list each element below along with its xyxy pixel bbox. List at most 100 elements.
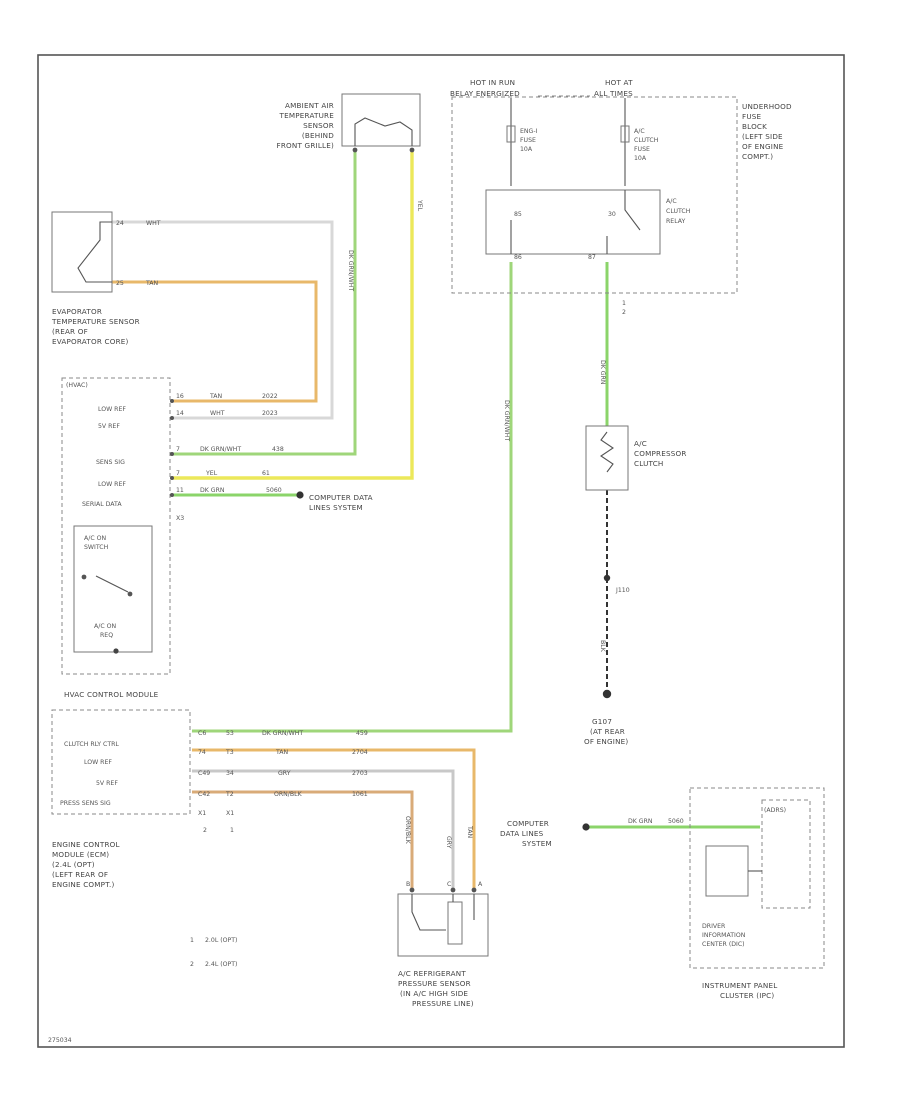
svg-text:(LEFT SIDE: (LEFT SIDE: [742, 132, 783, 141]
svg-text:INSTRUMENT PANEL: INSTRUMENT PANEL: [702, 981, 777, 990]
svg-text:BLK: BLK: [599, 640, 606, 653]
computer-data-lines-1: COMPUTER DATA LINES SYSTEM: [296, 491, 373, 512]
hvac-module-label: HVAC CONTROL MODULE: [64, 690, 159, 699]
svg-text:LOW REF: LOW REF: [98, 406, 126, 413]
svg-text:EVAPORATOR: EVAPORATOR: [52, 307, 102, 316]
svg-text:FUSE: FUSE: [634, 146, 650, 153]
svg-text:DRIVER: DRIVER: [702, 923, 726, 930]
hvac-row-0: LOW REF 16 TAN 2022: [98, 393, 278, 413]
relay-wire-label: DK GRN/WHT: [503, 400, 510, 441]
wire-tan-evap: [112, 280, 318, 403]
svg-text:11: 11: [176, 487, 184, 494]
svg-text:61: 61: [262, 470, 270, 477]
svg-text:438: 438: [272, 446, 284, 453]
svg-text:(IN A/C HIGH SIDE: (IN A/C HIGH SIDE: [400, 989, 468, 998]
option-notes: 1 2.0L (OPT) 2 2.4L (OPT): [190, 937, 237, 968]
svg-text:(ADRS): (ADRS): [764, 807, 786, 814]
svg-text:CLUTCH: CLUTCH: [634, 137, 659, 144]
hot-in-run-label: HOT IN RUN: [470, 78, 515, 87]
svg-text:COMPRESSOR: COMPRESSOR: [634, 449, 687, 458]
svg-text:A/C: A/C: [666, 198, 677, 205]
wire-ornblk-ecm: [192, 790, 414, 890]
ambient-label-3: SENSOR: [303, 121, 334, 130]
svg-text:16: 16: [176, 393, 184, 400]
svg-text:(REAR OF: (REAR OF: [52, 327, 88, 336]
ground-g107: [602, 689, 612, 699]
svg-text:SYSTEM: SYSTEM: [522, 839, 552, 848]
svg-text:7: 7: [176, 470, 180, 477]
underhood-fuse-block: ENG-I FUSE 10A A/C CLUTCH FUSE 10A 85 30…: [451, 96, 792, 441]
svg-text:2.4L (OPT): 2.4L (OPT): [205, 961, 237, 968]
hvac-row-1: 5V REF 14 WHT 2023: [98, 410, 278, 430]
svg-text:COMPUTER DATA: COMPUTER DATA: [309, 493, 373, 502]
compressor-wire-label: DK GRN: [599, 360, 606, 385]
svg-text:LINES SYSTEM: LINES SYSTEM: [309, 503, 363, 512]
svg-text:EVAPORATOR CORE): EVAPORATOR CORE): [52, 337, 129, 346]
svg-text:14: 14: [176, 410, 184, 417]
ambient-label-1: AMBIENT AIR: [285, 101, 334, 110]
svg-text:MODULE (ECM): MODULE (ECM): [52, 850, 109, 859]
svg-text:5V REF: 5V REF: [96, 780, 118, 787]
svg-text:2: 2: [622, 309, 626, 316]
svg-text:TAN: TAN: [275, 749, 289, 756]
svg-text:53: 53: [226, 730, 234, 737]
hvac-pin-dots: [170, 399, 174, 497]
svg-text:2: 2: [190, 961, 194, 968]
svg-text:PRESSURE SENSOR: PRESSURE SENSOR: [398, 979, 471, 988]
svg-text:ENGINE COMPT.): ENGINE COMPT.): [52, 880, 114, 889]
svg-text:(AT REAR: (AT REAR: [590, 727, 625, 736]
svg-text:CLUSTER (IPC): CLUSTER (IPC): [720, 991, 774, 1000]
svg-text:A/C REFRIGERANT: A/C REFRIGERANT: [398, 969, 466, 978]
svg-text:1: 1: [190, 937, 194, 944]
instrument-panel-cluster: (ADRS) DRIVER INFORMATION CENTER (DIC) I…: [689, 787, 825, 1000]
svg-text:INFORMATION: INFORMATION: [702, 932, 746, 939]
svg-text:G107: G107: [592, 717, 612, 726]
svg-text:A/C: A/C: [634, 439, 647, 448]
svg-text:10A: 10A: [634, 155, 647, 162]
svg-text:(2.4L (OPT): (2.4L (OPT): [52, 860, 95, 869]
svg-text:LOW REF: LOW REF: [84, 759, 112, 766]
svg-text:C42: C42: [198, 791, 210, 798]
svg-text:TAN: TAN: [209, 393, 223, 400]
svg-text:UNDERHOOD: UNDERHOOD: [742, 102, 792, 111]
svg-text:74: 74: [198, 749, 206, 756]
svg-text:5060: 5060: [668, 818, 684, 825]
power-source-labels: HOT IN RUN BELAY ENERGIZED HOT AT ALL TI…: [450, 78, 633, 98]
ambient-wire-label-yel: YEL: [416, 199, 423, 212]
svg-text:WHT: WHT: [146, 220, 161, 227]
svg-text:A: A: [478, 881, 483, 888]
svg-text:SENS SIG: SENS SIG: [96, 459, 125, 466]
wire-dkgrnwht-relay: [192, 262, 513, 733]
svg-text:FUSE: FUSE: [520, 137, 536, 144]
svg-text:SWITCH: SWITCH: [84, 544, 109, 551]
svg-text:ENGINE CONTROL: ENGINE CONTROL: [52, 840, 120, 849]
svg-text:YEL: YEL: [205, 470, 218, 477]
svg-text:5V REF: 5V REF: [98, 423, 120, 430]
diagram-frame: [37, 54, 845, 1048]
svg-text:SERIAL DATA: SERIAL DATA: [82, 501, 122, 508]
svg-text:X1: X1: [198, 810, 206, 817]
svg-text:CLUTCH RLY CTRL: CLUTCH RLY CTRL: [64, 741, 119, 748]
ambient-label-5: FRONT GRILLE): [277, 141, 334, 150]
ac-compressor-clutch: A/C COMPRESSOR CLUTCH J110 BLK G107 (AT …: [584, 425, 687, 746]
svg-text:459: 459: [356, 730, 368, 737]
svg-text:34: 34: [226, 770, 234, 777]
evaporator-temp-sensor: 24 25 WHT TAN EVAPORATOR TEMPERATURE SEN…: [51, 211, 161, 346]
svg-text:B: B: [406, 881, 410, 888]
svg-text:10A: 10A: [520, 146, 533, 153]
ambient-air-temp-sensor: AMBIENT AIR TEMPERATURE SENSOR (BEHIND F…: [277, 93, 423, 291]
svg-text:OF ENGINE: OF ENGINE: [742, 142, 784, 151]
svg-text:ENG-I: ENG-I: [520, 128, 538, 135]
svg-text:GRY: GRY: [278, 770, 291, 777]
svg-text:DK GRN: DK GRN: [628, 818, 653, 825]
svg-text:T2: T2: [225, 791, 234, 798]
svg-text:1: 1: [622, 300, 626, 307]
dic-display: [705, 845, 749, 897]
wire-wht-evap: [112, 220, 334, 420]
svg-text:GRY: GRY: [445, 836, 452, 849]
diagram-code: 275034: [48, 1037, 72, 1044]
svg-text:TEMPERATURE SENSOR: TEMPERATURE SENSOR: [51, 317, 140, 326]
svg-text:RELAY: RELAY: [666, 218, 686, 225]
svg-text:OF ENGINE): OF ENGINE): [584, 737, 628, 746]
wires: [112, 152, 760, 890]
